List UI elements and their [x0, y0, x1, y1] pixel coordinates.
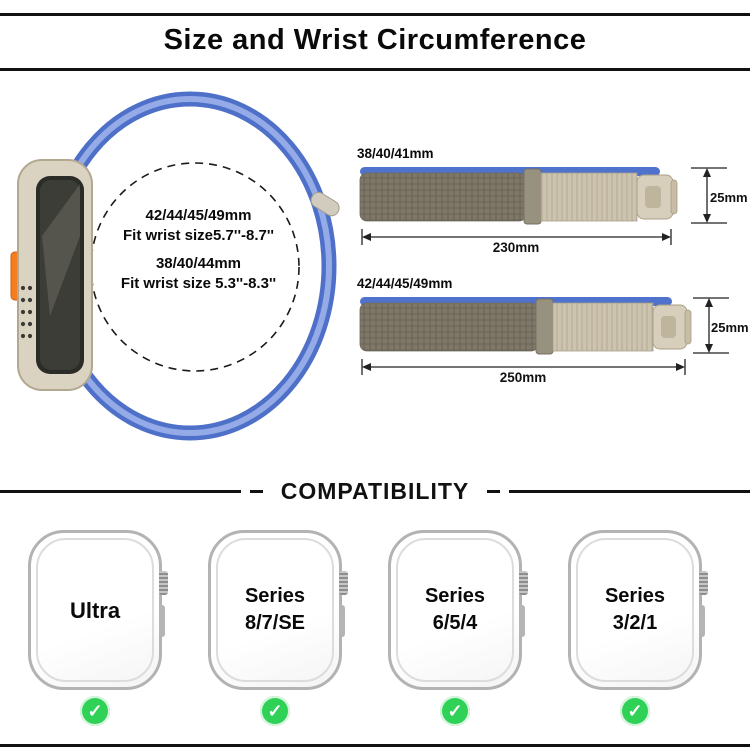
- band1-length-label: 230mm: [492, 240, 540, 255]
- check-glyph: ✓: [87, 700, 103, 721]
- watch-model-label: Series 3/2/1: [571, 533, 699, 687]
- watch-outline: Ultra: [28, 530, 168, 690]
- check-icon: ✓: [260, 696, 290, 726]
- arrowhead: [676, 363, 685, 371]
- size-guide-group2-size: 38/40/44mm: [155, 255, 242, 272]
- arrowhead: [703, 168, 711, 177]
- arrowhead: [362, 363, 371, 371]
- band1-diagram: [359, 167, 727, 245]
- digital-crown-icon: [339, 571, 348, 595]
- band2-width-ticks: [693, 297, 729, 354]
- size-guide-text: 42/44/45/49mm Fit wrist size5.7''-8.7'' …: [86, 206, 311, 294]
- model-line2: 8/7/SE: [244, 612, 306, 634]
- side-button-icon: [159, 605, 165, 637]
- band1-adapter-slot: [645, 186, 661, 208]
- model-line1: Series: [244, 585, 306, 607]
- watch-inner-outline: [216, 538, 334, 682]
- compatibility-heading: COMPATIBILITY: [280, 477, 470, 504]
- screen-glare: [42, 184, 80, 316]
- check-icon: ✓: [620, 696, 650, 726]
- band1-width-ticks: [691, 167, 727, 224]
- size-guide-group1-size: 42/44/45/49mm: [145, 207, 252, 224]
- model-line2: 3/2/1: [612, 612, 658, 634]
- watch-model-label: Series 8/7/SE: [211, 533, 339, 687]
- compat-watch-series-3-2-1: Series 3/2/1 ✓: [568, 530, 708, 726]
- arrowhead: [705, 298, 713, 307]
- band2-strap-section: [552, 302, 654, 352]
- watch-outline: Series 3/2/1: [568, 530, 708, 690]
- band1-hook: [523, 168, 542, 225]
- check-icon: ✓: [440, 696, 470, 726]
- title-underline-rule: [0, 68, 750, 71]
- digital-crown-icon: [159, 571, 168, 595]
- speaker-holes: [20, 285, 33, 339]
- band2-woven-section: [359, 302, 539, 352]
- band2-adapter-slot: [661, 316, 676, 338]
- screen-reflection: [40, 180, 80, 370]
- watch-inner-outline: [576, 538, 694, 682]
- arrowhead: [705, 344, 713, 353]
- arrowhead: [362, 233, 371, 241]
- arrowhead: [703, 214, 711, 223]
- watch-ultra-loop-photo: [10, 91, 340, 441]
- band1-pin: [670, 179, 678, 215]
- watch-outline: Series 6/5/4: [388, 530, 528, 690]
- compat-watch-series-6-5-4: Series 6/5/4 ✓: [388, 530, 528, 726]
- watch-outline: Series 8/7/SE: [208, 530, 348, 690]
- band-pull-tab: [310, 191, 340, 217]
- band2-hook: [535, 298, 554, 355]
- size-guide-group2-fit: Fit wrist size 5.3''-8.3'': [120, 275, 277, 292]
- divider-dash-left: [249, 489, 263, 493]
- model-line1: Ultra: [69, 597, 121, 623]
- model-line1: Series: [604, 585, 666, 607]
- arrowhead: [662, 233, 671, 241]
- check-glyph: ✓: [267, 700, 283, 721]
- model-line2: 6/5/4: [432, 612, 478, 634]
- page-title: Size and Wrist Circumference: [163, 24, 587, 56]
- band2-length-label: 250mm: [499, 370, 547, 385]
- check-icon: ✓: [80, 696, 110, 726]
- watch-inner-outline: [36, 538, 154, 682]
- compatibility-divider: COMPATIBILITY: [0, 477, 750, 505]
- model-line1: Series: [424, 585, 486, 607]
- compat-watch-ultra: Ultra ✓: [28, 530, 168, 726]
- bottom-rule: [0, 744, 750, 747]
- band1-strap-section: [540, 172, 638, 222]
- band2-diagram: [359, 297, 729, 375]
- band2-size-label: 42/44/45/49mm: [357, 276, 453, 291]
- band1-woven-section: [359, 172, 527, 222]
- divider-line-right: [509, 489, 750, 493]
- watch-inner-outline: [396, 538, 514, 682]
- band2-width-label: 25mm: [711, 320, 749, 335]
- digital-crown-icon: [699, 571, 708, 595]
- watch-model-label: Ultra: [31, 533, 159, 687]
- check-glyph: ✓: [447, 700, 463, 721]
- digital-crown-icon: [519, 571, 528, 595]
- divider-line-left: [0, 489, 241, 493]
- band1-size-label: 38/40/41mm: [357, 146, 434, 161]
- band1-width-label: 25mm: [710, 190, 748, 205]
- watch-screen: [36, 176, 84, 374]
- size-guide-group1-fit: Fit wrist size5.7''-8.7'': [123, 227, 274, 244]
- side-button-icon: [519, 605, 525, 637]
- side-button-icon: [339, 605, 345, 637]
- compat-watch-series-8-7-se: Series 8/7/SE ✓: [208, 530, 348, 726]
- divider-dash-right: [487, 489, 501, 493]
- side-button-icon: [699, 605, 705, 637]
- watch-model-label: Series 6/5/4: [391, 533, 519, 687]
- check-glyph: ✓: [627, 700, 643, 721]
- spacer: [86, 246, 311, 254]
- top-rule: [0, 13, 750, 16]
- band2-pin: [684, 309, 692, 345]
